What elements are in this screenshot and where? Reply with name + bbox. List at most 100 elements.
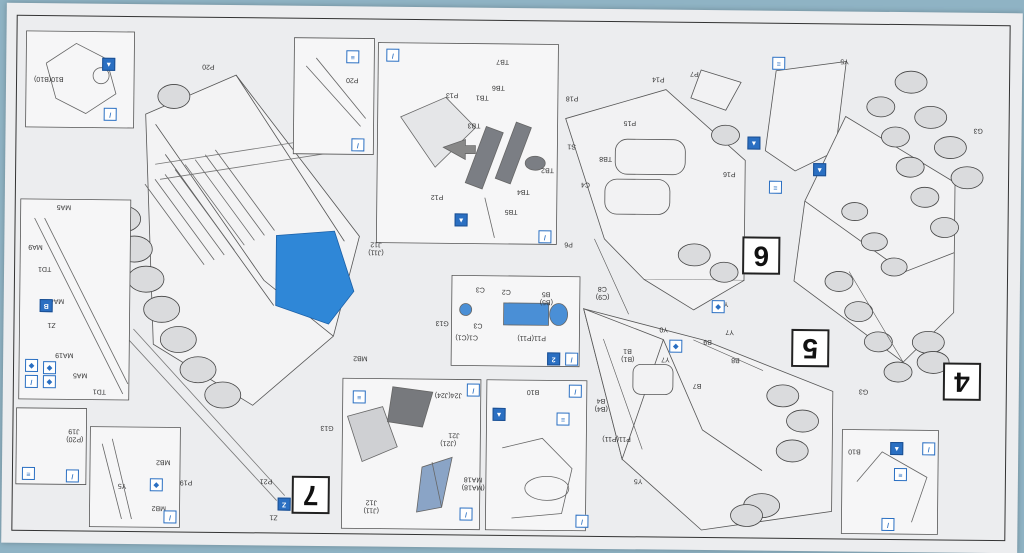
part-2-icon: 2 xyxy=(547,352,561,366)
drill-icon: ◆ xyxy=(42,361,57,375)
part-label: B5 xyxy=(541,290,551,298)
part-b-icon: B xyxy=(39,299,53,313)
part-label: MB2 xyxy=(156,458,171,466)
part-label: (J11) xyxy=(363,506,380,514)
paint-brush-icon: / xyxy=(922,442,936,456)
highlight-panel xyxy=(275,230,355,325)
drill-icon: ◆ xyxy=(711,300,725,314)
glue-icon: ≡ xyxy=(346,50,360,64)
assembly-drawing xyxy=(15,30,984,535)
part-label: P21 xyxy=(259,477,273,485)
part-label: (P20) xyxy=(66,435,84,443)
part-label: (B1) xyxy=(621,355,635,363)
part-label: G3 xyxy=(973,126,983,134)
part-label: P11(P11) xyxy=(517,334,546,342)
part-label: P19 xyxy=(179,478,193,486)
cement-icon: ▲ xyxy=(813,163,827,177)
part-label: Y5 xyxy=(117,481,127,489)
drill-icon: ◆ xyxy=(149,478,163,492)
part-label: TB8 xyxy=(599,154,613,163)
part-label: Y5 xyxy=(633,477,643,485)
paint-brush-icon: / xyxy=(575,514,589,528)
cement-icon: ▲ xyxy=(454,213,468,227)
cement-icon: ▲ xyxy=(102,57,116,71)
step-number-6: 6 xyxy=(742,236,781,275)
cement-icon: ▲ xyxy=(492,407,506,421)
glue-icon: ≡ xyxy=(768,180,783,194)
part-label: P7 xyxy=(690,69,699,77)
part-label: J24(J24) xyxy=(434,391,463,399)
cement-icon: ▲ xyxy=(747,136,761,150)
glue-icon: ≡ xyxy=(556,412,570,426)
part-label: TD1 xyxy=(38,265,52,273)
cement-icon: ▲ xyxy=(890,441,904,456)
part-label: Z1 xyxy=(269,513,278,521)
part-label: (B4) xyxy=(594,404,608,413)
paint-brush-icon: / xyxy=(103,107,117,121)
glue-icon: ≡ xyxy=(772,56,786,70)
road-wheels-center xyxy=(677,124,740,283)
part-label: C2 xyxy=(501,287,511,295)
part-label: G13 xyxy=(320,424,334,432)
part-label: P13 xyxy=(445,91,459,99)
part-label: Z1 xyxy=(47,321,56,329)
paint-brush-icon: / xyxy=(24,374,38,389)
hull-center-drawing xyxy=(565,69,746,311)
road-wheels-right xyxy=(824,70,984,383)
part-label: G13 xyxy=(435,319,449,327)
paint-brush-icon: / xyxy=(163,510,177,524)
part-label: C8 xyxy=(597,284,607,292)
drill-icon: ◆ xyxy=(669,339,683,353)
part-label: P20 xyxy=(202,62,215,70)
drill-icon: ◆ xyxy=(24,358,39,373)
part-label: P14 xyxy=(652,75,665,83)
glue-icon: ≡ xyxy=(21,466,35,481)
part-label: P11(P11) xyxy=(602,434,631,443)
part-label: TB7 xyxy=(496,57,510,65)
part-label: P6 xyxy=(564,240,573,248)
part-label: P12 xyxy=(430,193,444,201)
part-label: G3 xyxy=(858,387,869,395)
part-label: MB2 xyxy=(353,354,368,362)
part-label: J19 xyxy=(68,427,80,435)
part-label: C3 xyxy=(475,285,485,293)
part-label: P15 xyxy=(623,119,637,127)
part-label: Y5 xyxy=(840,57,849,65)
paint-brush-icon: / xyxy=(538,230,552,244)
part-label: Y7 xyxy=(661,355,670,363)
part-label: B1 xyxy=(623,347,632,355)
paint-brush-icon: / xyxy=(881,517,895,532)
part-label: (C9) xyxy=(595,292,610,301)
paint-brush-icon: / xyxy=(466,383,480,397)
step-number-7: 7 xyxy=(291,475,330,515)
part-label: (J21) xyxy=(440,439,457,447)
glue-icon: ≡ xyxy=(352,390,366,404)
part-label: C4 xyxy=(580,180,590,188)
part-label: (MA18) xyxy=(461,483,485,491)
step-number-4: 4 xyxy=(942,362,982,401)
paint-brush-icon: / xyxy=(65,469,79,483)
part-label: B10 xyxy=(526,388,540,396)
part-label: P18 xyxy=(565,94,579,102)
paint-brush-icon: / xyxy=(351,138,365,152)
suspension-arms xyxy=(144,149,275,266)
step-number-5: 5 xyxy=(791,328,830,368)
part-label: Y7 xyxy=(725,328,735,336)
part-label: P20 xyxy=(346,76,359,84)
paint-brush-icon: / xyxy=(459,507,473,521)
part-label: B10(B10) xyxy=(34,74,64,83)
part-label: B7 xyxy=(692,381,702,389)
track-run xyxy=(123,328,286,501)
part-label: B4 xyxy=(596,396,606,404)
part-label: B10 xyxy=(848,447,861,455)
part-label: MA9 xyxy=(28,242,43,251)
paint-brush-icon: / xyxy=(568,384,582,398)
part-label: MA5 xyxy=(56,203,72,211)
inset-b10 xyxy=(25,30,135,129)
part-label: C1(C1) xyxy=(455,333,478,341)
part-label: J21 xyxy=(448,431,460,439)
part-label: TB1 xyxy=(475,93,489,101)
paint-brush-icon: / xyxy=(386,48,400,62)
paint-brush-icon: / xyxy=(565,352,579,366)
part-label: MA5 xyxy=(72,371,88,379)
